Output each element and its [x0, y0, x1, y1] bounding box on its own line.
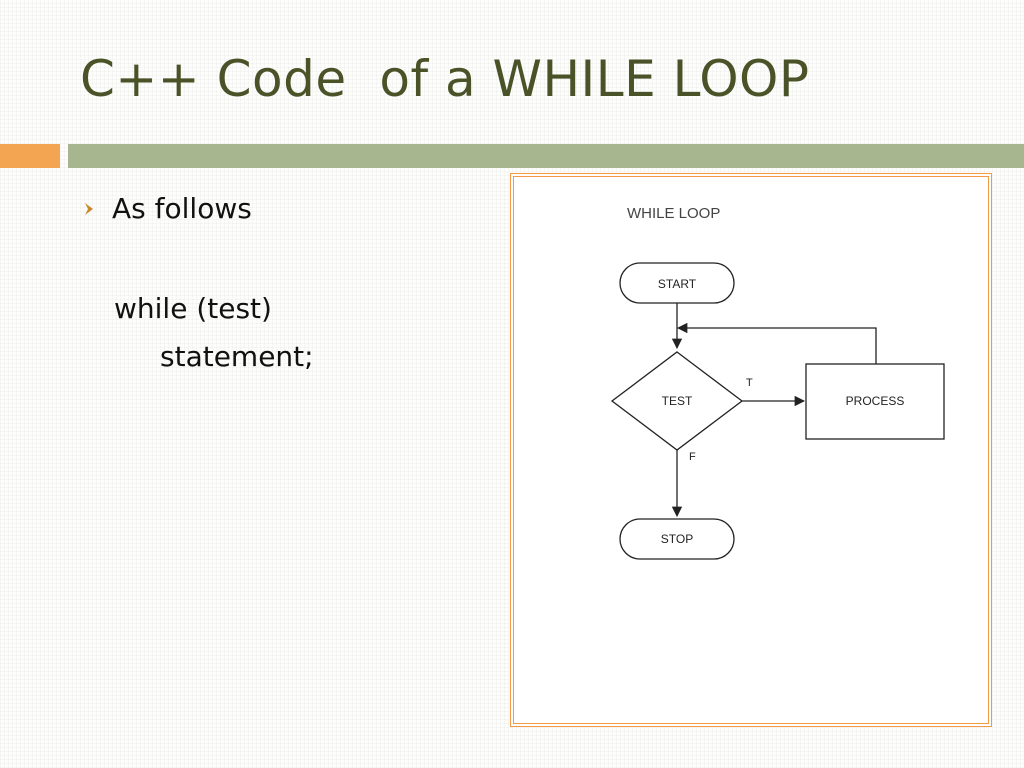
process-box	[805, 363, 945, 440]
arrow-bullet-icon	[85, 202, 93, 215]
flowchart-title: WHILE LOOP	[627, 205, 720, 222]
bullet-item: As follows	[82, 192, 252, 225]
stop-label: STOP	[661, 532, 693, 546]
false-label: F	[689, 451, 696, 463]
start-label: START	[658, 277, 697, 291]
code-line-while: while (test)	[114, 292, 272, 325]
test-label: TEST	[662, 394, 693, 408]
while-loop-flowchart: WHILE LOOP START TEST T PROCESS F STOP	[610, 205, 945, 560]
true-label: T	[746, 377, 753, 389]
flowchart-figure: WHILE LOOP START TEST T PROCESS F STOP	[510, 173, 992, 727]
bullet-text: As follows	[112, 192, 252, 225]
slide-title: C++ Code of a WHILE LOOP	[80, 50, 810, 108]
stop-terminator	[619, 518, 735, 560]
accent-bar	[0, 144, 60, 168]
code-line-statement: statement;	[160, 340, 314, 373]
process-label: PROCESS	[846, 394, 905, 408]
loop-back-arrow	[676, 322, 877, 364]
title-rule-bar	[68, 144, 1024, 168]
